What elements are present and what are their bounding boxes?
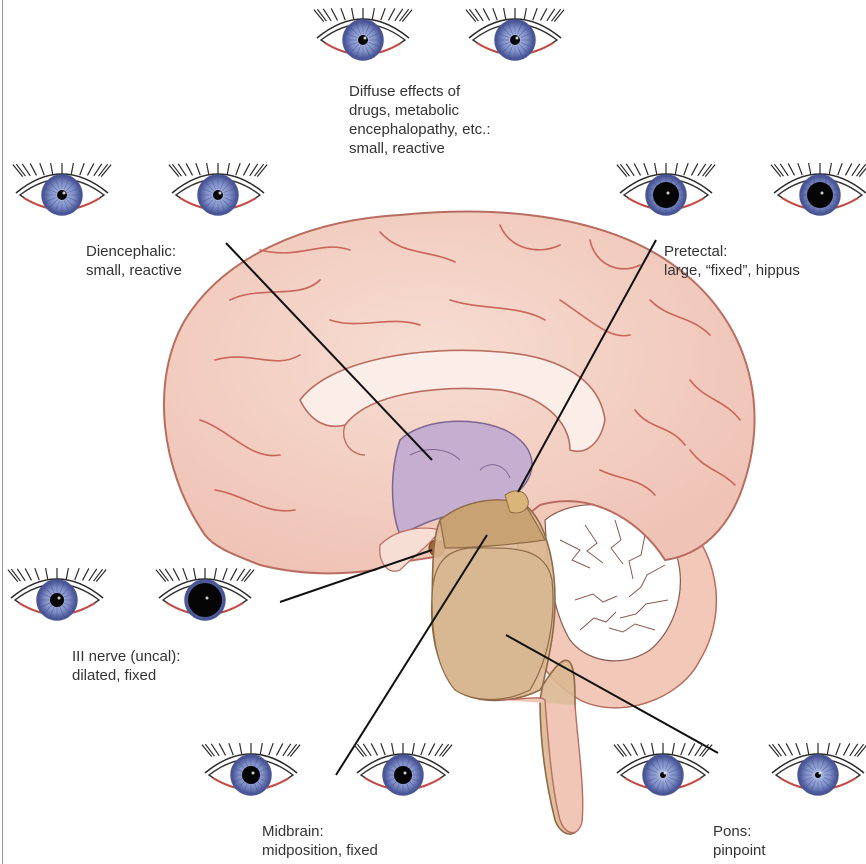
label-diffuse-line-1: Diffuse effects of [349, 82, 491, 101]
label-pons-line-1: Pons: [713, 822, 766, 841]
eye-pons-right [769, 743, 866, 795]
label-pretectal-line-1: Pretectal: [664, 242, 800, 261]
eye-pretectal-left [617, 163, 715, 215]
pupil-small [213, 190, 223, 200]
label-pretectal-line-2: large, “fixed”, hippus [664, 261, 800, 280]
label-diencephalic: Diencephalic: small, reactive [86, 242, 182, 280]
label-third-nerve-line-2: dilated, fixed [72, 666, 180, 685]
label-diencephalic-line-1: Diencephalic: [86, 242, 182, 261]
label-midbrain-line-2: midposition, fixed [262, 841, 378, 860]
pupil-small [57, 190, 67, 200]
label-third-nerve-line-1: III nerve (uncal): [72, 647, 180, 666]
label-pons: Pons: pinpoint [713, 822, 766, 860]
label-midbrain-line-1: Midbrain: [262, 822, 378, 841]
label-pons-line-2: pinpoint [713, 841, 766, 860]
eye-midbrain-right [354, 743, 452, 795]
label-third-nerve: III nerve (uncal): dilated, fixed [72, 647, 180, 685]
pupil-large [653, 182, 679, 208]
pons [432, 548, 553, 700]
eye-third-nerve-right [156, 568, 254, 620]
label-pretectal: Pretectal: large, “fixed”, hippus [664, 242, 800, 280]
label-diffuse-line-4: small, reactive [349, 139, 491, 158]
label-diffuse-line-2: drugs, metabolic [349, 101, 491, 120]
pupil-small [510, 35, 520, 45]
eye-diencephalic-right [169, 163, 267, 215]
eye-diffuse-left [314, 8, 412, 60]
pupil-midposition [242, 766, 260, 784]
label-diffuse-line-3: encephalopathy, etc.: [349, 120, 491, 139]
pupil-normal [50, 593, 64, 607]
pupil-large [807, 182, 833, 208]
pupil-small [358, 35, 368, 45]
brain-illustration [164, 212, 755, 834]
pupil-dilated [188, 583, 222, 617]
label-diffuse: Diffuse effects of drugs, metabolic ence… [349, 82, 491, 158]
eye-third-nerve-left [8, 568, 106, 620]
eye-pretectal-right [771, 163, 866, 215]
label-diencephalic-line-2: small, reactive [86, 261, 182, 280]
pupil-midposition [394, 766, 412, 784]
eye-diencephalic-left [13, 163, 111, 215]
eye-midbrain-left [202, 743, 300, 795]
eye-diffuse-right [466, 8, 564, 60]
label-midbrain: Midbrain: midposition, fixed [262, 822, 378, 860]
eye-pons-left [614, 743, 712, 795]
